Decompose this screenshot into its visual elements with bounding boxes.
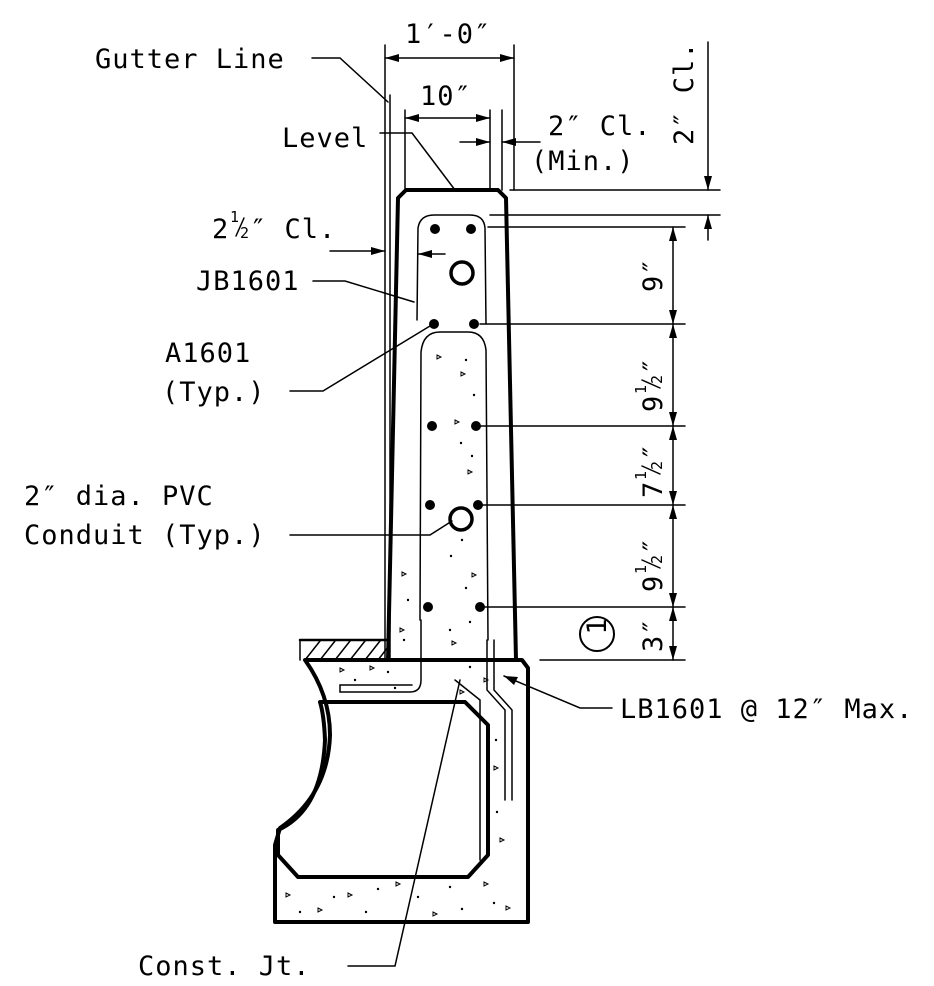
left-clearance-frac-num: 1 bbox=[230, 208, 239, 226]
left-clearance-frac-den: 2 bbox=[240, 224, 249, 242]
spacing-9-half-upper-num: 1 bbox=[632, 385, 650, 394]
top-dimensions bbox=[384, 44, 541, 661]
left-clearance-label: 2 1 2 ″ Cl. bbox=[212, 208, 336, 245]
top-clearance-label: 2″ Cl. bbox=[669, 41, 700, 145]
spacing-9-half-lower-den: 2 bbox=[648, 555, 666, 564]
left-clearance-tail: ″ Cl. bbox=[250, 214, 336, 245]
a1601-label: A1601 bbox=[165, 338, 251, 369]
pvc-label-line1: 2″ dia. PVC bbox=[24, 481, 214, 512]
min-note-label: (Min.) bbox=[531, 146, 635, 177]
top-clearance-dims bbox=[489, 41, 721, 241]
rebar-dots bbox=[423, 224, 485, 612]
vertical-spacing-dims bbox=[479, 226, 686, 661]
ground-hatch bbox=[298, 638, 390, 661]
level-label: Level bbox=[282, 123, 368, 154]
spacing-9-half-upper-den: 2 bbox=[648, 375, 666, 384]
width-overall-label: 1′-0″ bbox=[405, 19, 491, 50]
left-clearance-arrows bbox=[329, 247, 446, 258]
width-inner-label: 10″ bbox=[420, 81, 472, 112]
jb1601-label: JB1601 bbox=[196, 266, 300, 297]
a1601-typ-label: (Typ.) bbox=[162, 377, 266, 408]
pvc-conduits bbox=[448, 260, 475, 532]
note-marker-number: 1 bbox=[582, 617, 613, 634]
spacing-7-half-num: 1 bbox=[632, 471, 650, 480]
side-clearance-label: 2″ Cl. bbox=[548, 111, 652, 142]
spacing-9-label: 9″ bbox=[638, 257, 669, 292]
spacing-7-half-den: 2 bbox=[648, 461, 666, 470]
pvc-label-line2: Conduit (Typ.) bbox=[24, 520, 266, 551]
callout-leaders bbox=[289, 280, 613, 967]
note-marker: 1 bbox=[579, 616, 615, 652]
spacing-9-half-upper: 9 1 2 ″ bbox=[632, 357, 669, 412]
gutter-line-leader bbox=[311, 57, 389, 103]
spacing-9-half-upper-mark: ″ bbox=[638, 357, 669, 374]
spacing-7-half: 7 1 2 ″ bbox=[632, 443, 669, 498]
spacing-9-half-upper-whole: 9 bbox=[638, 395, 669, 412]
level-leader bbox=[379, 132, 456, 191]
curb-base bbox=[273, 658, 530, 924]
lb1601-label: LB1601 @ 12″ Max. bbox=[620, 694, 913, 725]
spacing-9-half-lower-mark: ″ bbox=[638, 537, 669, 554]
const-jt-label: Const. Jt. bbox=[138, 951, 311, 982]
gutter-line-label: Gutter Line bbox=[95, 44, 285, 75]
spacing-9-half-lower: 9 1 2 ″ bbox=[632, 537, 669, 592]
concrete-aggregate bbox=[285, 354, 512, 917]
spacing-3-label: 3″ bbox=[638, 617, 669, 652]
spacing-7-half-whole: 7 bbox=[638, 481, 669, 498]
rebar-outline bbox=[339, 214, 513, 861]
spacing-9-half-lower-num: 1 bbox=[632, 565, 650, 574]
left-clearance-whole: 2 bbox=[212, 214, 229, 245]
spacing-7-half-mark: ″ bbox=[638, 443, 669, 460]
barrier-wall bbox=[386, 188, 518, 662]
spacing-9-half-lower-whole: 9 bbox=[638, 575, 669, 592]
